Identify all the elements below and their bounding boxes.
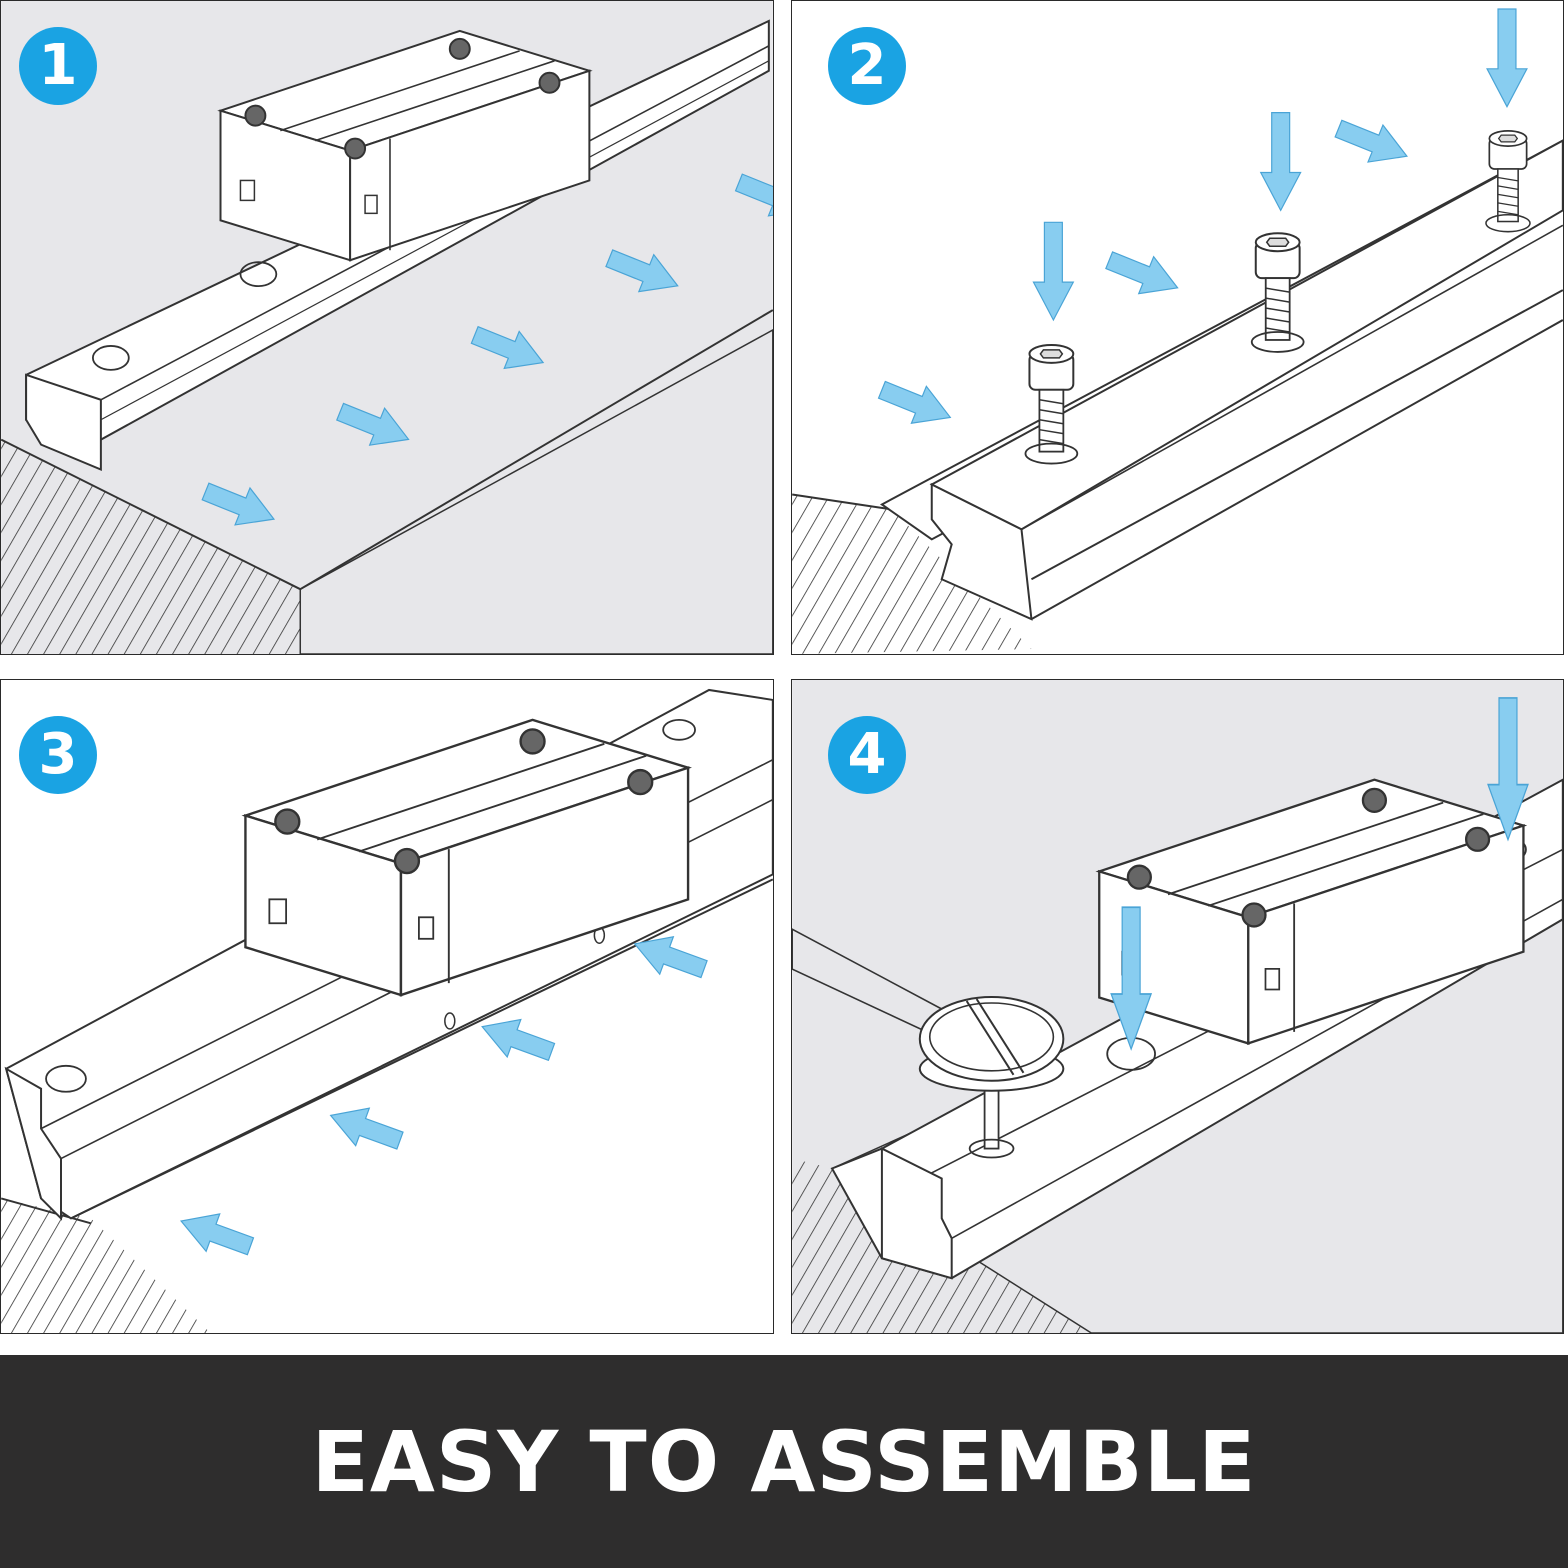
step-panel-1: 1 — [0, 0, 774, 655]
base-wall-hatch — [792, 494, 1032, 654]
step-3-illustration — [1, 680, 773, 1333]
base-wall-hatch — [1, 1198, 211, 1333]
step-4-illustration — [792, 680, 1563, 1333]
footer-banner: EASY TO ASSEMBLE — [0, 1355, 1568, 1568]
footer-title: EASY TO ASSEMBLE — [311, 1412, 1257, 1511]
step-1-illustration — [1, 1, 773, 654]
base-wall-hatch — [1, 439, 301, 654]
hex-key-icon — [918, 996, 1065, 1159]
step-panel-3: 3 — [0, 679, 774, 1334]
step-number-badge: 1 — [19, 27, 97, 105]
step-number-badge: 2 — [828, 27, 906, 105]
step-panel-2: 2 — [791, 0, 1564, 655]
step-number-badge: 3 — [19, 716, 97, 794]
step-2-illustration — [792, 1, 1563, 654]
step-panel-4: 4 — [791, 679, 1564, 1334]
step-number-badge: 4 — [828, 716, 906, 794]
